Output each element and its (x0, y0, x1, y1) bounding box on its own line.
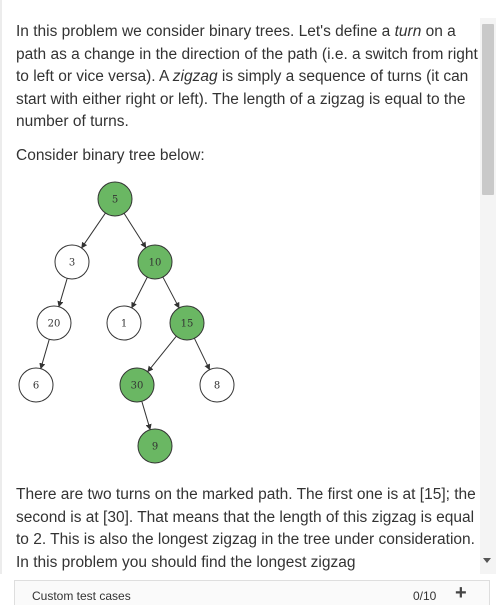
tree-node-circle (97, 181, 133, 217)
tree-node-3: 3 (54, 244, 90, 280)
explanation-paragraph: There are two turns on the marked path. … (16, 486, 476, 571)
tree-node-10: 10 (137, 244, 173, 280)
edge-n5-n3 (81, 212, 106, 249)
tree-node-1: 1 (106, 305, 142, 341)
edge-n30-n9 (141, 401, 152, 431)
tree-node-30: 30 (119, 367, 155, 403)
edge-n10-n1 (131, 276, 148, 309)
tree-node-circle (54, 244, 90, 280)
term-zigzag: zigzag (172, 68, 218, 85)
tree-node-label: 15 (181, 319, 194, 330)
edge-n20-n6 (39, 339, 50, 370)
intro-paragraph: In this problem we consider binary trees… (2, 21, 478, 134)
tree-node-6: 6 (18, 367, 54, 403)
tree-node-circle (169, 305, 205, 341)
edge-n3-n20 (57, 278, 68, 308)
tree-node-5: 5 (97, 181, 133, 217)
tree-node-label: 5 (112, 195, 118, 206)
term-turn: turn (394, 23, 422, 40)
edge-n5-n10 (123, 213, 147, 249)
tree-node-label: 6 (33, 381, 39, 392)
problem-statement: In this problem we consider binary trees… (0, 0, 478, 574)
tree-node-label: 10 (149, 258, 162, 269)
tree-node-label: 3 (69, 258, 75, 269)
scroll-down-arrow-icon[interactable] (483, 558, 491, 563)
tree-node-circle (18, 367, 54, 403)
tree-node-8: 8 (199, 367, 235, 403)
intro-text-1: In this problem we consider binary trees… (16, 23, 395, 40)
tree-node-20: 20 (36, 305, 72, 341)
tree-node-circle (106, 305, 142, 341)
edge-n10-n15 (162, 276, 180, 309)
consider-paragraph: Consider binary tree below: (16, 147, 205, 164)
tree-node-label: 20 (48, 319, 61, 330)
tree-node-15: 15 (169, 305, 205, 341)
tree-node-label: 30 (131, 381, 144, 392)
edge-n15-n8 (193, 338, 211, 371)
tree-node-circle (137, 244, 173, 280)
tree-node-circle (119, 367, 155, 403)
tree-node-9: 9 (137, 428, 173, 464)
binary-tree-diagram: 5 3 10 20 1 15 6 30 8 9 (18, 181, 235, 464)
tree-node-label: 1 (121, 319, 127, 330)
tree-node-label: 9 (152, 442, 158, 453)
test-cases-count: 0/10 (413, 589, 437, 603)
plus-icon[interactable]: + (455, 582, 467, 604)
intro-text-2: on a path as a change in the direction o… (16, 23, 478, 85)
intro-text-3: is simply a sequence of turns (it can st… (16, 68, 469, 130)
tree-node-label: 8 (214, 381, 220, 392)
scrollbar-thumb[interactable] (482, 24, 494, 195)
edge-n15-n30 (147, 335, 177, 373)
tree-node-circle (137, 428, 173, 464)
tree-node-circle (36, 305, 72, 341)
tree-node-circle (199, 367, 235, 403)
custom-test-cases-bar[interactable]: Custom test cases 0/10 + (14, 580, 490, 605)
custom-test-cases-label: Custom test cases (32, 589, 131, 603)
